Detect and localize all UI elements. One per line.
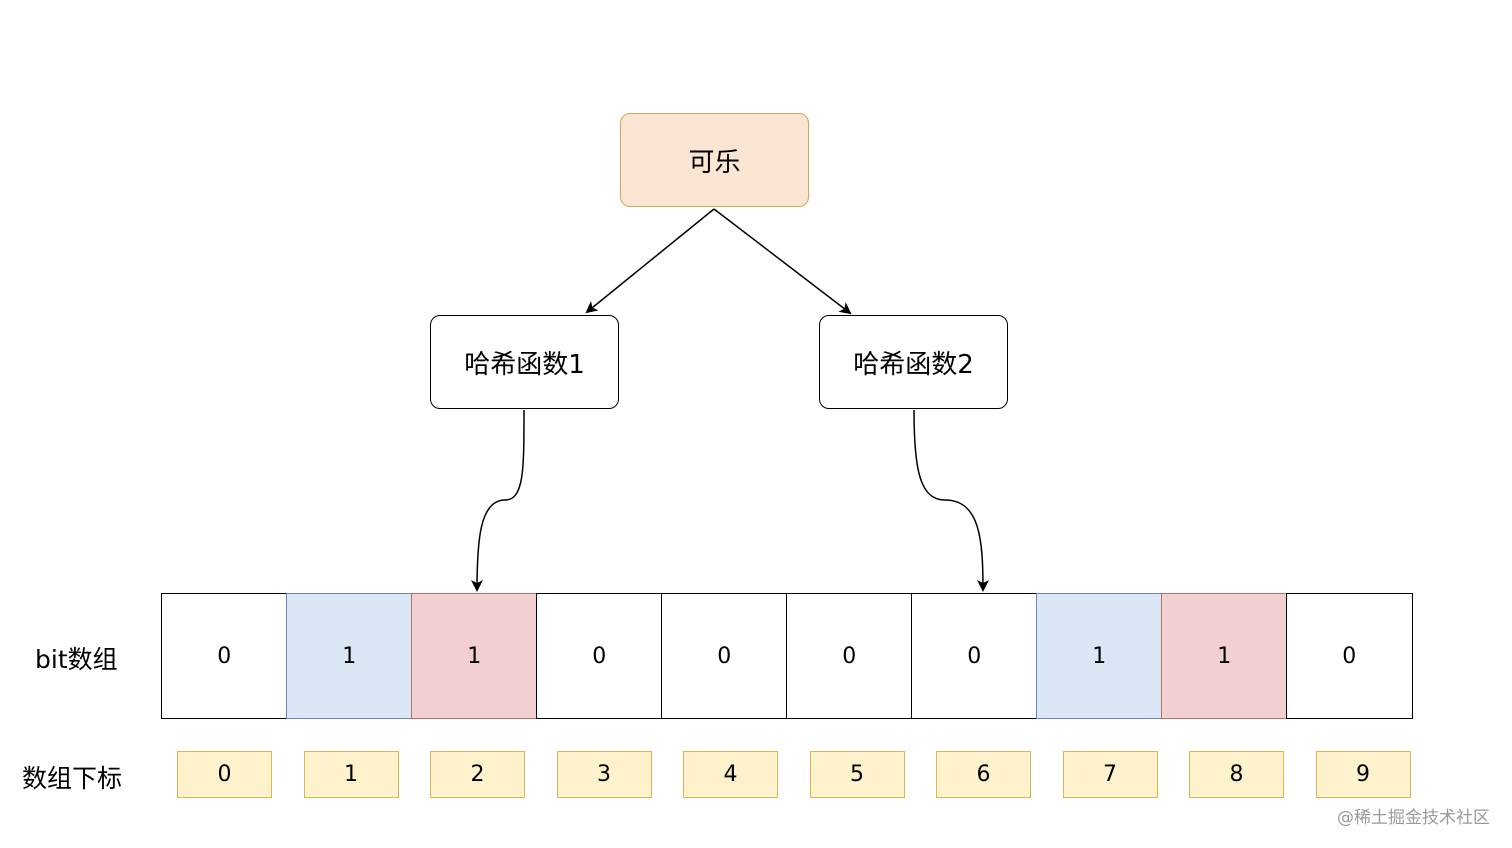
source-node-label: 可乐	[688, 147, 741, 178]
index-cell-9: 9	[1315, 751, 1411, 798]
bit-cell-9: 0	[1286, 593, 1413, 719]
bit-cell-1: 1	[286, 593, 413, 719]
index-cell-5: 5	[809, 751, 905, 798]
index-cell-4: 4	[683, 751, 778, 798]
bit-cell-0: 0	[161, 593, 288, 719]
index-cell-3: 3	[556, 751, 652, 798]
edge-hash1-to-bit-2	[471, 409, 525, 592]
bit-cell-7: 1	[1036, 593, 1163, 719]
bit-cell-8: 1	[1161, 593, 1288, 719]
array-index-row: 0 1 2 3 4 5 6 7 8 9	[177, 751, 1411, 798]
index-cell-7: 7	[1062, 751, 1158, 798]
edge-hash2-to-bit-6	[913, 409, 989, 592]
bit-array-label: bit数组	[35, 645, 118, 674]
bit-cell-4: 0	[661, 593, 788, 719]
index-cell-0: 0	[177, 751, 272, 798]
hash-function-1-label: 哈希函数1	[464, 349, 585, 380]
array-index-label: 数组下标	[22, 764, 123, 793]
bit-cell-3: 0	[536, 593, 663, 719]
index-cell-1: 1	[303, 751, 399, 798]
bit-cell-2: 1	[411, 593, 538, 719]
index-cell-6: 6	[936, 751, 1031, 798]
bit-array: 0 1 1 0 0 0 0 1 1 0	[161, 593, 1413, 719]
edge-source-to-hash1	[585, 208, 715, 314]
hash-function-1-node: 哈希函数1	[430, 315, 619, 409]
bit-cell-5: 0	[786, 593, 913, 719]
source-node-cola: 可乐	[620, 113, 809, 207]
index-cell-8: 8	[1189, 751, 1284, 798]
bit-cell-6: 0	[911, 593, 1038, 719]
index-cell-2: 2	[430, 751, 525, 798]
hash-function-2-node: 哈希函数2	[819, 315, 1008, 409]
watermark: @稀土掘金技术社区	[1337, 808, 1490, 828]
edge-source-to-hash2	[713, 208, 852, 315]
hash-function-2-label: 哈希函数2	[853, 349, 974, 380]
